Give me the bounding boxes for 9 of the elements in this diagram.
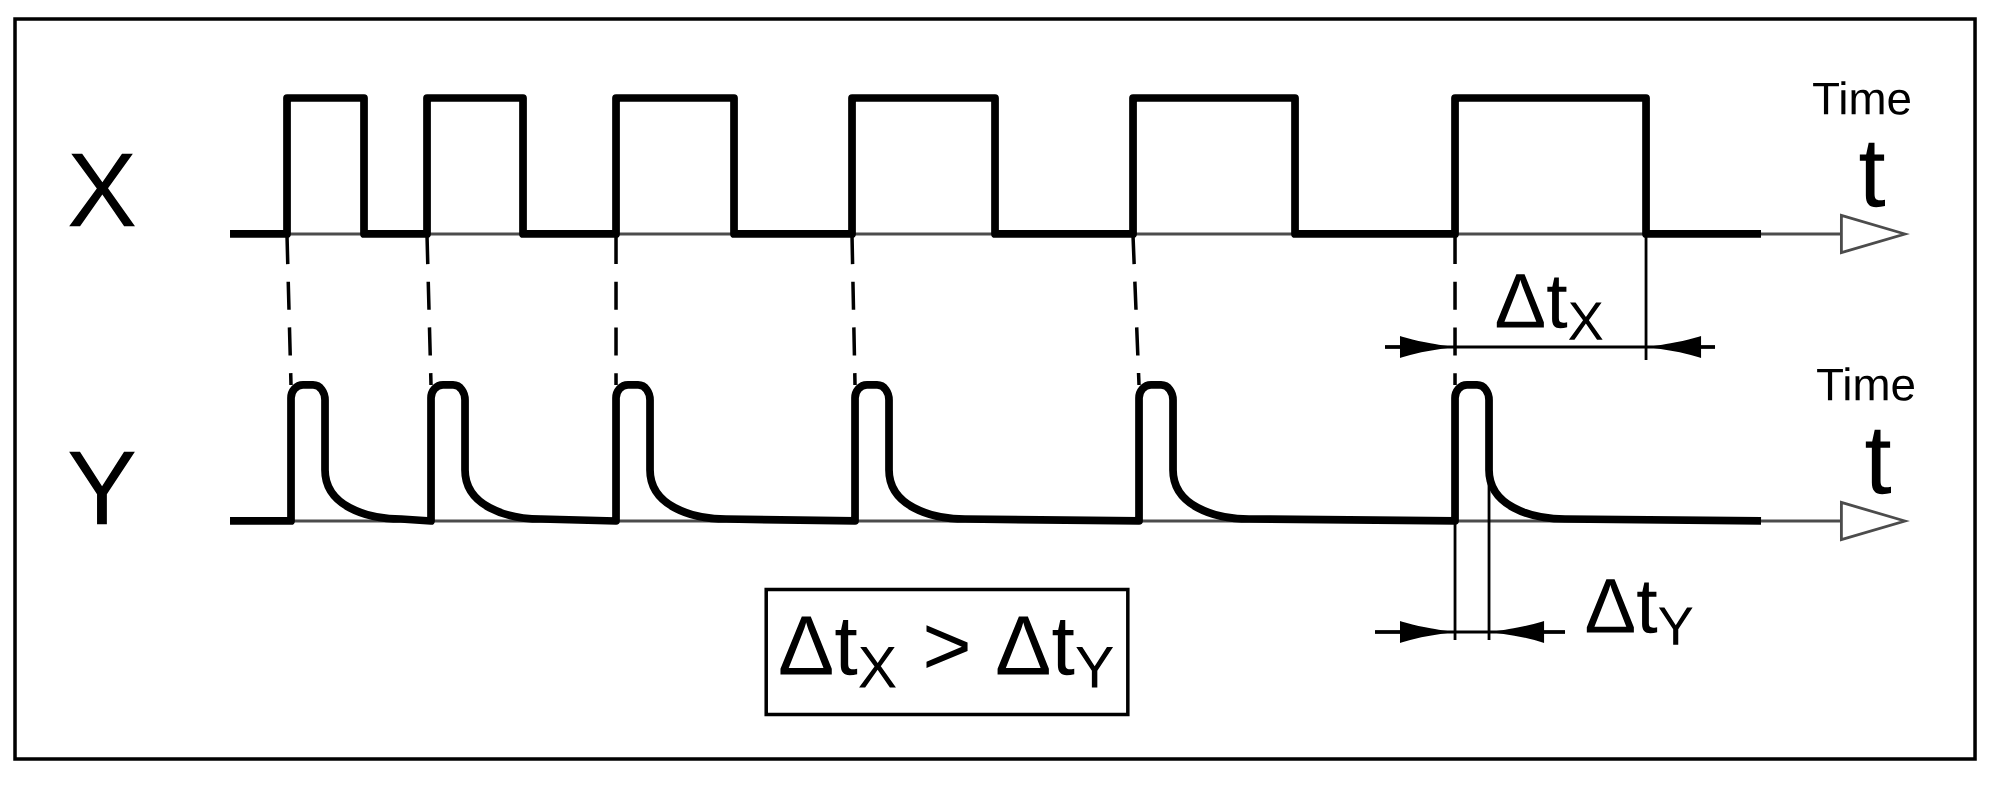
axis-label: t <box>1865 429 1891 495</box>
dimension-label: Δt$_{X}$ <box>1496 274 1603 340</box>
axis-label: Time <box>1813 81 1910 115</box>
axis-label: Time <box>1817 367 1914 401</box>
signal-label: X <box>69 153 135 227</box>
dimension-label: Δt$_{Y}$ <box>1586 579 1693 645</box>
axis-label: t <box>1859 142 1885 208</box>
inequality-box: Δt$_{X}$ > Δt$_{Y}$ <box>764 587 1130 717</box>
signal-label: Y <box>69 451 135 525</box>
